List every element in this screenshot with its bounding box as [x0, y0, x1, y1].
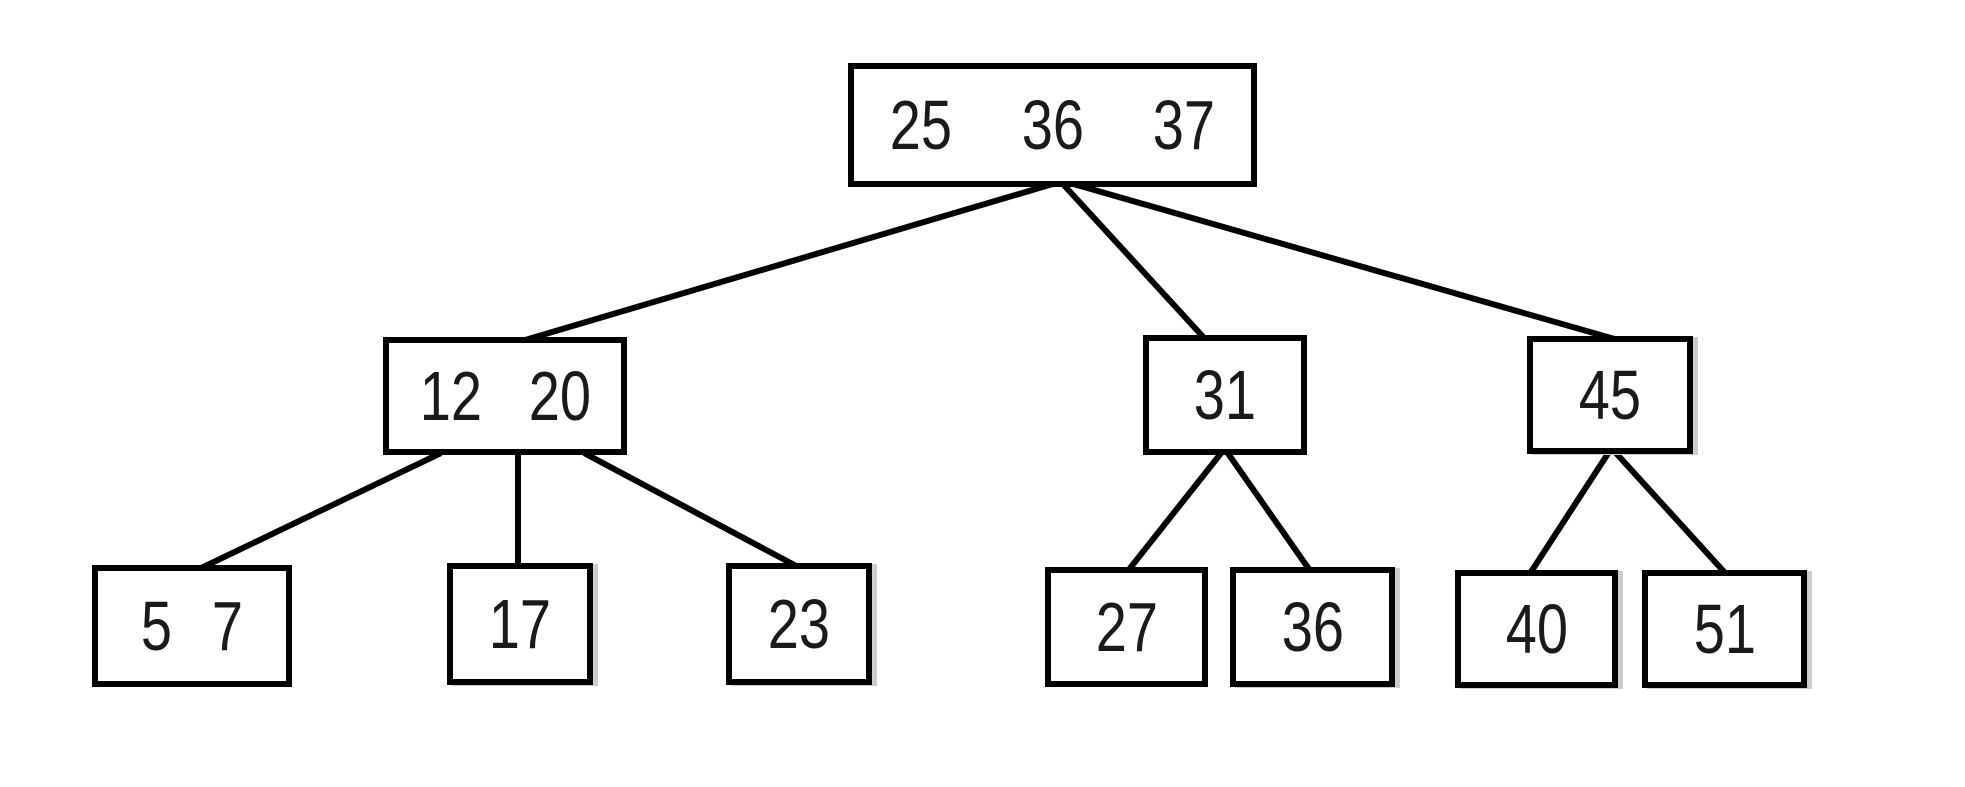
btree-node-root: 25 36 37 [848, 63, 1257, 187]
node-key: 23 [767, 585, 831, 663]
node-key: 37 [1153, 86, 1216, 164]
node-key: 36 [1281, 588, 1344, 666]
node-key: 25 [889, 86, 952, 164]
btree-node-27: 27 [1045, 567, 1208, 687]
edge-left-to-leaf-23 [582, 450, 802, 571]
btree-node-23: 23 [726, 563, 872, 685]
edge-middle-to-leaf-36 [1224, 450, 1314, 574]
node-key: 7 [211, 587, 244, 665]
btree-node-5-7: 5 7 [92, 565, 292, 687]
node-key: 20 [528, 357, 591, 435]
btree-node-17: 17 [447, 563, 593, 685]
edge-root-to-internal-left [514, 180, 1057, 346]
btree-node-31: 31 [1143, 335, 1307, 455]
node-key: 12 [419, 357, 482, 435]
node-key: 5 [140, 587, 173, 665]
btree-node-12-20: 12 20 [383, 337, 627, 455]
node-key: 51 [1693, 590, 1756, 668]
btree-node-45: 45 [1527, 336, 1693, 454]
node-key: 45 [1578, 356, 1642, 434]
edge-middle-to-leaf-27 [1124, 450, 1225, 574]
node-key: 40 [1505, 590, 1568, 668]
node-key: 17 [488, 585, 552, 663]
edge-left-to-leaf-5-7 [195, 450, 443, 573]
edge-right-to-leaf-51 [1612, 449, 1730, 578]
edge-root-to-internal-middle [1059, 180, 1209, 343]
btree-node-36: 36 [1230, 567, 1395, 687]
node-key: 31 [1193, 356, 1257, 434]
node-key: 36 [1021, 86, 1084, 164]
btree-node-40: 40 [1455, 570, 1618, 688]
edge-root-to-internal-right [1069, 180, 1626, 345]
btree-node-51: 51 [1642, 570, 1807, 688]
edge-right-to-leaf-40 [1526, 450, 1612, 577]
node-key: 27 [1095, 588, 1158, 666]
